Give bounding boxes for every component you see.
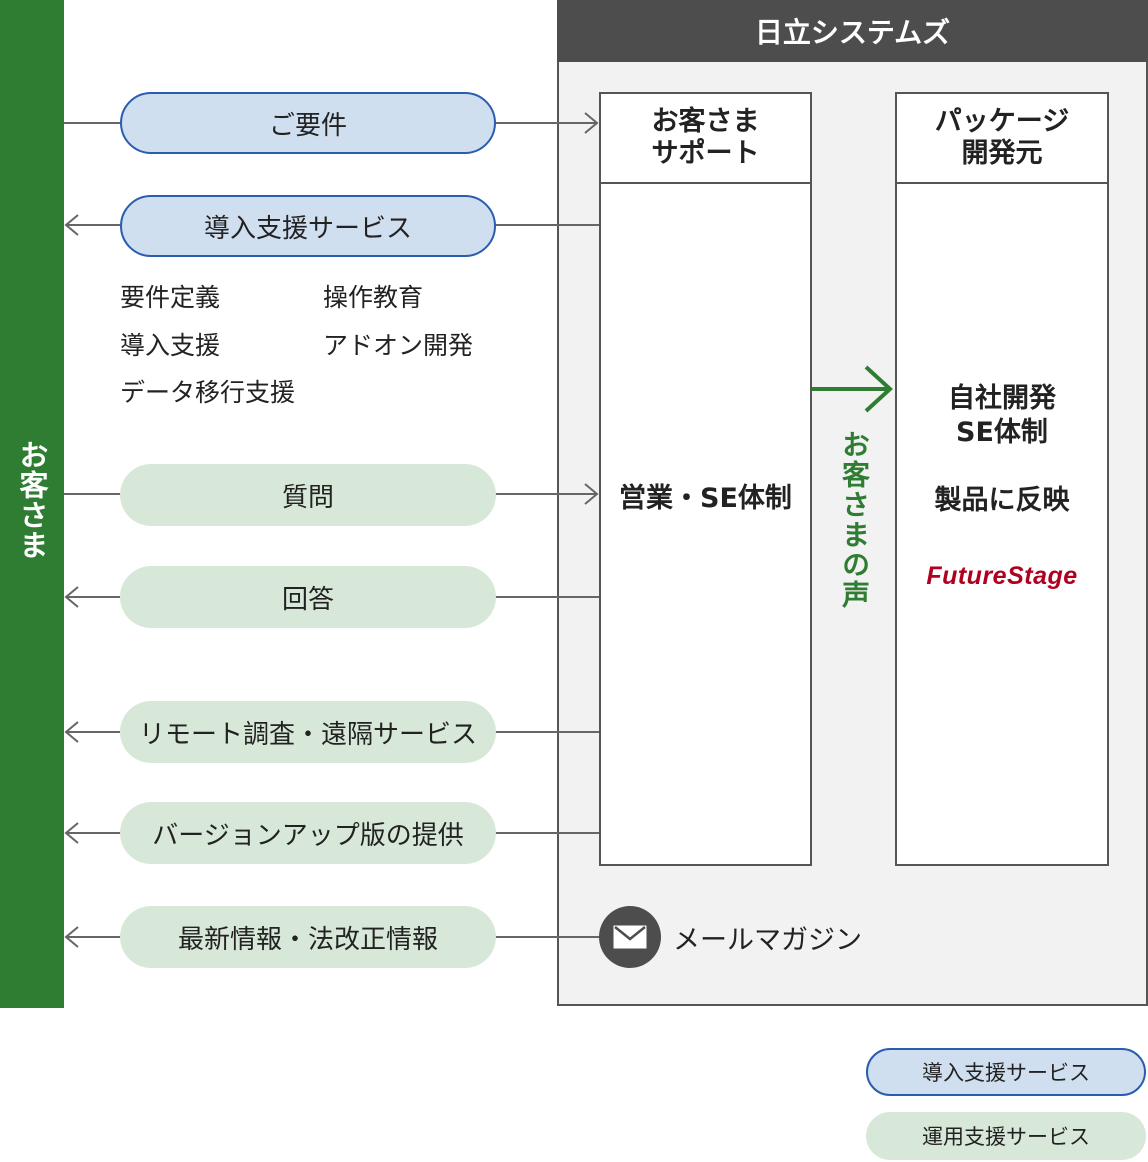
legend-operation-service: 運用支援サービス (866, 1112, 1146, 1160)
flow-remote-service: リモート調査・遠隔サービス (120, 701, 496, 763)
flow-requirements: ご要件 (120, 92, 496, 154)
package-reflect-label: 製品に反映 (934, 485, 1070, 516)
flow-question: 質問 (120, 464, 496, 526)
package-box-header: パッケージ 開発元 (897, 94, 1107, 184)
customer-bar (0, 0, 64, 1008)
intro-item: データ移行支援 (120, 378, 296, 407)
customer-voice-label: お客さまの声 (838, 430, 871, 610)
legend-intro-service: 導入支援サービス (866, 1048, 1146, 1096)
flow-answer: 回答 (120, 566, 496, 628)
company-title: 日立システムズ (557, 0, 1148, 62)
flow-intro-service: 導入支援サービス (120, 195, 496, 257)
support-box-body: 営業・SE体制 (619, 483, 792, 514)
futurestage-logo: FutureStage (926, 562, 1078, 590)
package-box: パッケージ 開発元 (895, 92, 1109, 866)
intro-item: 操作教育 (323, 283, 424, 312)
flow-latest-info: 最新情報・法改正情報 (120, 906, 496, 968)
envelope-icon (599, 906, 661, 968)
mail-magazine-label: メールマガジン (673, 925, 862, 956)
support-box: お客さま サポート (599, 92, 812, 866)
flow-version-up: バージョンアップ版の提供 (120, 802, 496, 864)
customer-label: お客さま (15, 440, 49, 560)
intro-item: 導入支援 (120, 331, 221, 360)
intro-item: 要件定義 (120, 283, 221, 312)
package-dev-label: 自社開発 SE体制 (948, 383, 1056, 448)
intro-item: アドオン開発 (323, 331, 474, 360)
support-box-header: お客さま サポート (601, 94, 810, 184)
